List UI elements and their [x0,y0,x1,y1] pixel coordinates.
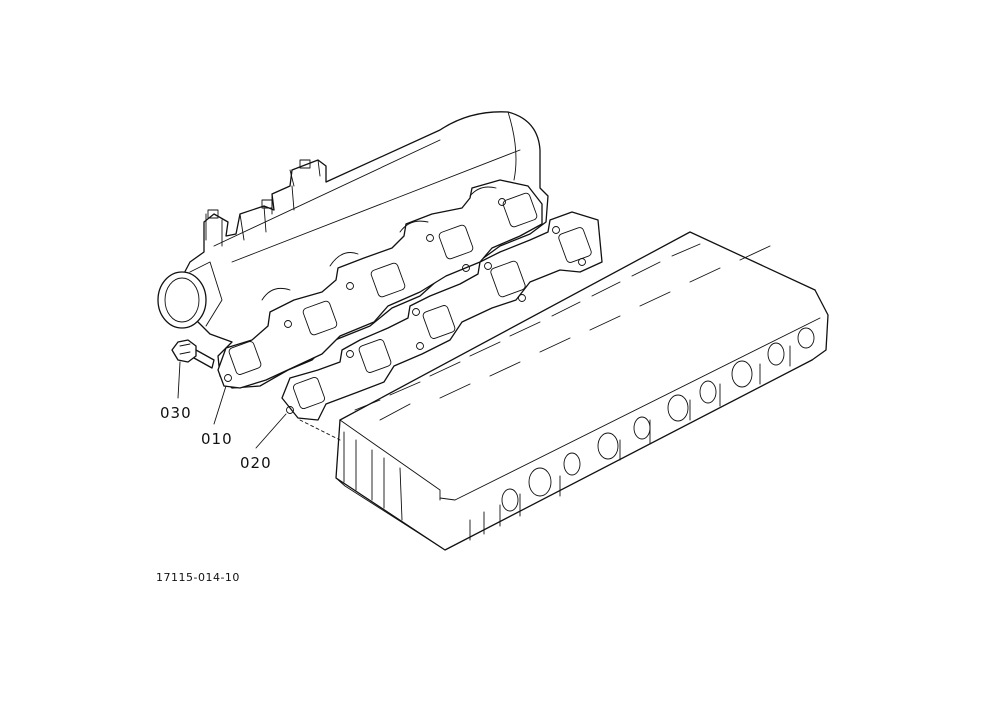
drawing-number: 17115-014-10 [156,571,240,584]
leader-lines [177,361,341,449]
exhaust-manifold [157,111,549,389]
callout-020: 020 [240,454,272,472]
leader-010 [213,385,227,425]
callout-030: 030 [160,404,192,422]
callout-010: 010 [201,430,233,448]
manifold-bolt [171,339,215,369]
exhaust-gasket [281,211,603,421]
cylinder-head [335,231,829,551]
leader-030 [177,361,181,399]
leader-020 [255,413,287,449]
